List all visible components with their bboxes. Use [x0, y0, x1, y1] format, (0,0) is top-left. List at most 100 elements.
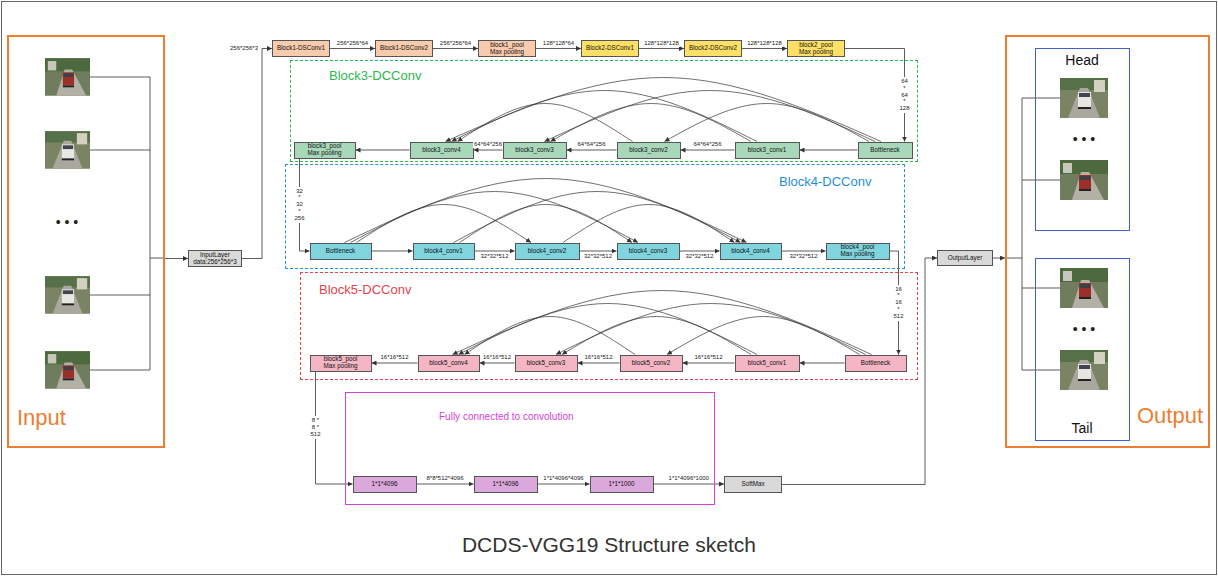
conv-box: block5_conv1 [735, 355, 800, 372]
tensor-size: 8*8*512*4096 [425, 475, 464, 482]
io-panel: Input [7, 35, 165, 448]
conv-box: Bottleneck [310, 243, 372, 260]
flow-arrow [536, 48, 581, 49]
layer-label: block5_conv4 [429, 360, 468, 367]
dense-connection [545, 91, 876, 142]
bus-wire [90, 77, 165, 370]
tensor-size: 64*64*256 [473, 141, 503, 148]
layer-label: OutputLayer [948, 255, 983, 262]
tensor-size: 32*32*512 [479, 253, 509, 260]
flow-arrow [782, 251, 826, 252]
tensor-size: 128*128*128 [643, 40, 680, 47]
ellipsis: • • • [1073, 322, 1095, 336]
layer-label: block4_conv1 [424, 248, 463, 255]
tensor-size: 1*1*4096*1000 [668, 475, 710, 482]
conv-box: block4_conv1 [413, 243, 475, 260]
tensor-size: 64 * 64 * 128 [898, 77, 910, 113]
output-photo [1060, 78, 1108, 118]
tensor-size: 256*256*64 [439, 40, 472, 47]
conv-box: block5_conv4 [418, 355, 480, 372]
layer-label: SoftMax [741, 481, 764, 488]
dense-connection [452, 91, 758, 142]
layer-label: Bottleneck [861, 360, 890, 367]
flow-arrow [742, 48, 787, 49]
layer-label: Block2-DSConv2 [689, 45, 737, 52]
group-title: Fully connected to convolution [439, 411, 574, 423]
dense-connection [459, 304, 758, 355]
flow-arrow [845, 49, 905, 142]
tensor-size: 128*128*128 [746, 40, 783, 47]
conv-box: block3_pool Max pooling [294, 142, 356, 159]
tensor-size: 8 * 8 * 512 [309, 416, 321, 439]
group-title: Tail [1071, 420, 1092, 436]
layer-label: block4_conv3 [629, 248, 668, 255]
flow-arrow [680, 251, 720, 252]
output-group: Tail [1035, 258, 1130, 441]
dense-connection [667, 317, 860, 355]
conv-box: block5_conv2 [620, 355, 683, 372]
tensor-size: 128*128*64 [542, 40, 575, 47]
flow-arrow [433, 48, 478, 49]
layer-label: 1*1*4096 [493, 481, 519, 488]
dense-connection [460, 205, 633, 243]
tensor-size: 16*16*512 [482, 354, 512, 361]
layer-box: SoftMax [724, 476, 782, 493]
flow-arrow [639, 48, 684, 49]
dense-connection [454, 192, 741, 243]
layer-label: Bottleneck [870, 147, 899, 154]
flow-arrow [654, 484, 725, 485]
layer-label: 1*1*4096 [372, 481, 398, 488]
output-photo [1060, 268, 1108, 308]
ellipsis: • • • [1073, 132, 1095, 146]
group-title: Block5-DCConv [319, 283, 411, 298]
flow-arrow [417, 484, 474, 485]
tensor-size: 32*32*512 [684, 253, 714, 260]
input-bus [90, 77, 165, 370]
conv-box: block3_conv2 [617, 142, 681, 159]
flow-arrow [474, 150, 503, 151]
tensor-size: 32*32*512 [583, 253, 613, 260]
layer-label: block3_pool Max pooling [304, 143, 346, 157]
layer-box: InputLayer data:256*256*3 [188, 250, 242, 267]
layer-label: Bottleneck [326, 248, 355, 255]
dense-connection [446, 78, 882, 142]
conv-box: Block2-DSConv2 [684, 40, 742, 57]
conv-box: block4_pool Max pooling [826, 243, 890, 260]
layer-label: 1*1*1000 [609, 481, 635, 488]
flow-arrow [683, 363, 735, 364]
flow-arrow [681, 150, 735, 151]
layer-label: block5_conv1 [748, 360, 787, 367]
input-photo [45, 351, 90, 389]
tensor-size: 64*64*256 [576, 141, 606, 148]
dense-connection [563, 205, 735, 243]
caption: DCDS-VGG19 Structure sketch [0, 533, 1218, 557]
dense-connection [351, 192, 639, 243]
output-photo [1060, 350, 1108, 390]
layer-label: block3_conv4 [422, 147, 461, 154]
layer-label: block3_conv2 [629, 147, 668, 154]
conv-box: block3_conv4 [410, 142, 474, 159]
flow-arrow [538, 484, 590, 485]
output-images [1060, 78, 1108, 390]
flow-arrow [372, 251, 413, 252]
flow-arrow [567, 150, 617, 151]
conv-box: block5_conv3 [515, 355, 578, 372]
layer-label: block1_pool Max pooling [486, 42, 528, 56]
tensor-size: 32*32*512 [788, 253, 818, 260]
layer-label: InputLayer data:256*256*3 [191, 252, 239, 266]
flow-arrow [330, 48, 375, 49]
layer-label: block2_pool Max pooling [795, 42, 837, 56]
dense-connection [551, 104, 752, 142]
layer-label: block4_conv2 [528, 248, 567, 255]
bus-wire [1005, 98, 1060, 370]
conv-box: block4_conv2 [515, 243, 580, 260]
layer-label: Block1-DSConv2 [380, 45, 428, 52]
io-panel: OutputHeadTail [1005, 35, 1210, 448]
flow-arrow [578, 363, 620, 364]
flow-arrow [993, 258, 1005, 259]
layer-label: block4_conv4 [731, 248, 770, 255]
tensor-size: 16*16*512 [379, 354, 409, 361]
layer-label: Block1-DSConv1 [277, 45, 325, 52]
layer-label: block5_pool Max pooling [320, 356, 362, 370]
dense-connection [453, 291, 872, 355]
